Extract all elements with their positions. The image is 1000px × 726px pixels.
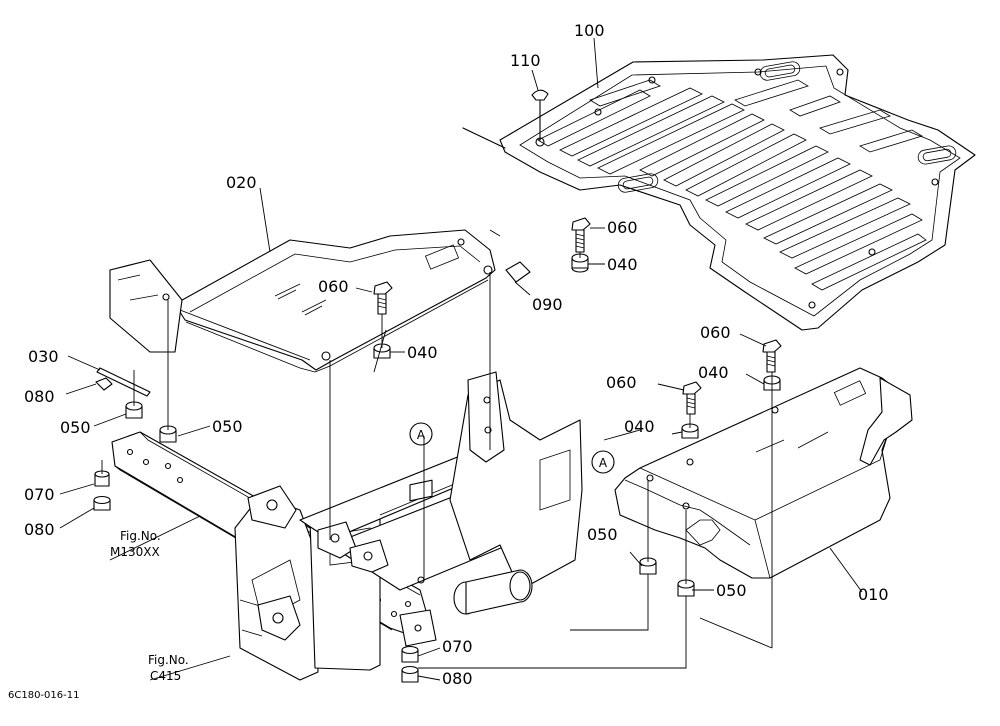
block-090 (505, 261, 531, 283)
callout-040: 040 (407, 343, 438, 362)
bolt-060-c (762, 339, 782, 373)
callout-050: 050 (60, 418, 91, 437)
floor-mat-100 (462, 54, 976, 331)
spacer-050-d (677, 579, 695, 597)
bolt-060-b (373, 281, 393, 315)
callout-060: 060 (318, 277, 349, 296)
callout-060: 060 (700, 323, 731, 342)
figure-ref-m130xx: Fig.No. M130XX (110, 529, 161, 559)
ref-mark-label: A (599, 456, 608, 470)
callout-060: 060 (607, 218, 638, 237)
ref-mark-a-1: A (409, 422, 433, 446)
clip-110 (531, 89, 549, 141)
callout-100: 100 (574, 21, 605, 40)
callout-060: 060 (606, 373, 637, 392)
bolt-060-d (682, 381, 702, 415)
panel-010 (614, 367, 913, 579)
callout-070: 070 (442, 637, 473, 656)
bolt-060-a (571, 217, 591, 253)
callout-030: 030 (28, 347, 59, 366)
cap-070-b (401, 645, 419, 663)
figure-ref-line1: Fig.No. (148, 653, 189, 667)
figure-ref-c415: Fig.No. C415 (148, 653, 189, 683)
assembly-lines (101, 229, 773, 669)
nut-080-b (401, 665, 419, 683)
chassis-frame (111, 371, 583, 681)
callout-050: 050 (587, 525, 618, 544)
cap-070-a (94, 470, 110, 487)
diagram-id: 6C180-016-11 (8, 690, 79, 701)
callout-040: 040 (607, 255, 638, 274)
callout-050: 050 (212, 417, 243, 436)
ref-mark-a-2: A (591, 450, 615, 474)
callout-080: 080 (24, 387, 55, 406)
callout-090: 090 (532, 295, 563, 314)
callout-110: 110 (510, 51, 541, 70)
figure-ref-line2: M130XX (110, 545, 160, 559)
callout-080: 080 (442, 669, 473, 688)
leader-lines (59, 37, 863, 681)
nut-080-a (93, 495, 111, 511)
ref-mark-label: A (417, 428, 426, 442)
collar-040-d (681, 423, 699, 439)
callout-050: 050 (716, 581, 747, 600)
callout-040: 040 (624, 417, 655, 436)
figure-ref-line1: Fig.No. (120, 529, 161, 543)
figure-ref-line2: C415 (150, 669, 181, 683)
callout-070: 070 (24, 485, 55, 504)
callout-020: 020 (226, 173, 257, 192)
callout-040: 040 (698, 363, 729, 382)
callout-010: 010 (858, 585, 889, 604)
callout-labels: 100 110 020 060 040 090 060 040 030 080 … (24, 21, 889, 688)
strip-030 (95, 367, 151, 397)
callout-080: 080 (24, 520, 55, 539)
